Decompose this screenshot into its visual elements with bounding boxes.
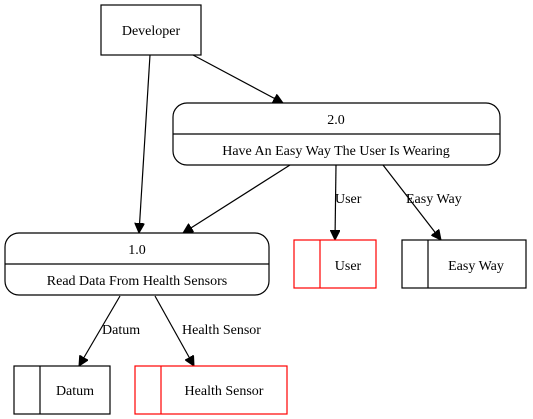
- data-store-user-label: User: [335, 259, 362, 274]
- flow-label-user: User: [335, 192, 362, 207]
- entity-developer-label: Developer: [122, 24, 181, 39]
- process-1[interactable]: 1.0 Read Data From Health Sensors: [4, 232, 270, 296]
- flow-edges: User Easy Way Datum Health Sensor: [79, 54, 462, 366]
- data-store-health-sensor-label: Health Sensor: [185, 384, 264, 399]
- flow-label-health-sensor: Health Sensor: [182, 323, 261, 338]
- process-2[interactable]: 2.0 Have An Easy Way The User Is Wearing: [172, 102, 501, 166]
- data-store-datum-label: Datum: [56, 384, 94, 399]
- entity-developer[interactable]: Developer: [100, 4, 202, 56]
- data-store-datum[interactable]: Datum: [13, 365, 111, 415]
- flow-label-datum: Datum: [102, 323, 140, 338]
- data-store-easy-way-label: Easy Way: [448, 259, 504, 274]
- flow-process-1-to-datum-store: Datum: [79, 295, 140, 366]
- process-2-label: Have An Easy Way The User Is Wearing: [222, 144, 450, 159]
- flow-process-2-to-easy-way-store: Easy Way: [382, 164, 462, 240]
- data-store-easy-way[interactable]: Easy Way: [401, 239, 527, 289]
- flow-developer-to-process-2: [192, 54, 283, 104]
- process-1-number: 1.0: [128, 243, 146, 258]
- process-1-label: Read Data From Health Sensors: [47, 274, 227, 289]
- process-2-number: 2.0: [327, 113, 345, 128]
- data-store-health-sensor[interactable]: Health Sensor: [134, 365, 288, 415]
- flow-label-easy-way: Easy Way: [406, 192, 462, 207]
- flow-process-2-to-process-1: [183, 164, 291, 233]
- data-store-user[interactable]: User: [293, 239, 377, 289]
- flow-process-1-to-health-sensor-store: Health Sensor: [154, 295, 261, 366]
- flow-developer-to-process-1: [139, 54, 151, 233]
- flow-process-2-to-user-store: User: [335, 164, 362, 240]
